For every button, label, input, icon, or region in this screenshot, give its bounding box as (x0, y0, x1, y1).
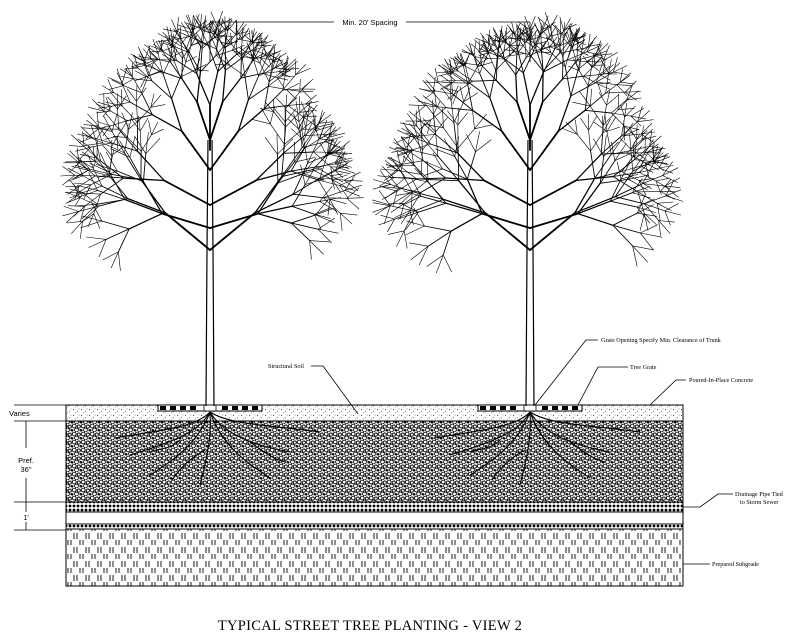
tree-grate-right (477, 404, 583, 412)
drainage-layer (65, 501, 684, 513)
drainage-callout-line2: to Storm Sewer (740, 499, 779, 506)
tree-grate-callout: Tree Grate (630, 364, 657, 371)
diagram-title: TYPICAL STREET TREE PLANTING - VIEW 2 (218, 618, 522, 634)
small-dimension-label: 1' (23, 513, 29, 522)
prepared-subgrade-layer (65, 528, 684, 587)
subgrade-callout: Prepared Subgrade (712, 561, 759, 568)
spacing-dimension: Min. 20' Spacing (209, 18, 531, 62)
grate-opening-callout: Grate Opening Specify Min. Clearance of … (601, 337, 722, 344)
spacing-label: Min. 20' Spacing (342, 18, 397, 27)
tree-right (371, 12, 684, 407)
varies-label: Varies (9, 409, 30, 418)
depth-dimensions: Varies Pref. 36" 1' (9, 404, 66, 531)
pref-label: Pref. (18, 456, 34, 465)
drainage-callout-line1: Drainage Pipe Tied (735, 491, 784, 498)
callout-leaders (311, 339, 733, 565)
tree-grate-left (157, 404, 263, 412)
roots-right (434, 411, 641, 486)
tree-left (59, 10, 364, 407)
gap-layer (65, 511, 684, 525)
concrete-callout: Poured-In-Place Concrete (689, 377, 753, 384)
pref-depth-label: 36" (20, 465, 31, 474)
subgrade-dash-line (65, 523, 684, 530)
structural-soil-callout: Structural Soil (268, 363, 304, 370)
roots-left (114, 411, 321, 486)
structural-soil-layer (65, 420, 684, 503)
